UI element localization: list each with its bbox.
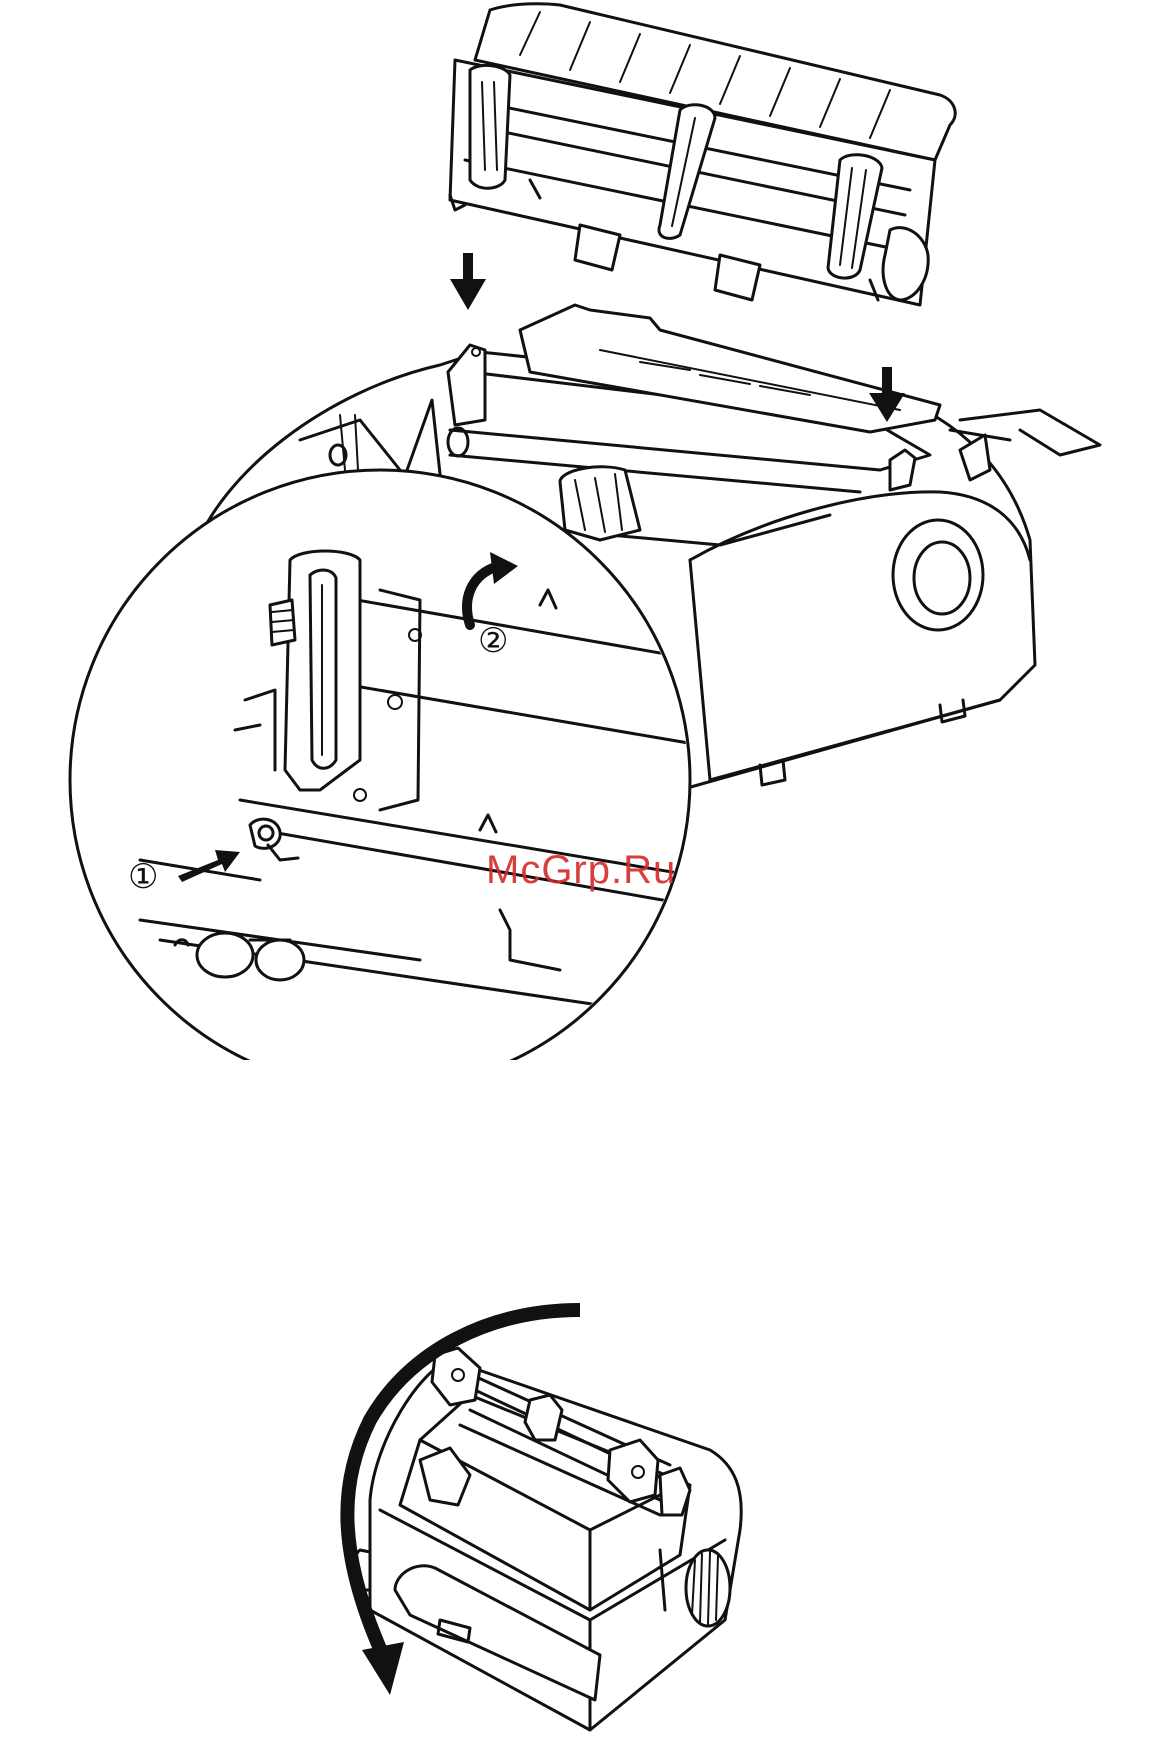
printer-rotate-figure	[340, 1290, 840, 1760]
watermark-text: McGrp.Ru	[486, 848, 676, 893]
tractor-install-figure: ① ②	[0, 0, 1168, 1060]
tractor-unit	[450, 4, 955, 305]
tractor-install-illustration	[0, 0, 1168, 1060]
step-1-marker: ①	[128, 860, 158, 894]
down-arrow-left	[450, 253, 486, 310]
step-2-marker: ②	[478, 624, 508, 658]
printer-rotated-body	[354, 1348, 741, 1730]
printer-rotate-illustration	[340, 1290, 840, 1750]
